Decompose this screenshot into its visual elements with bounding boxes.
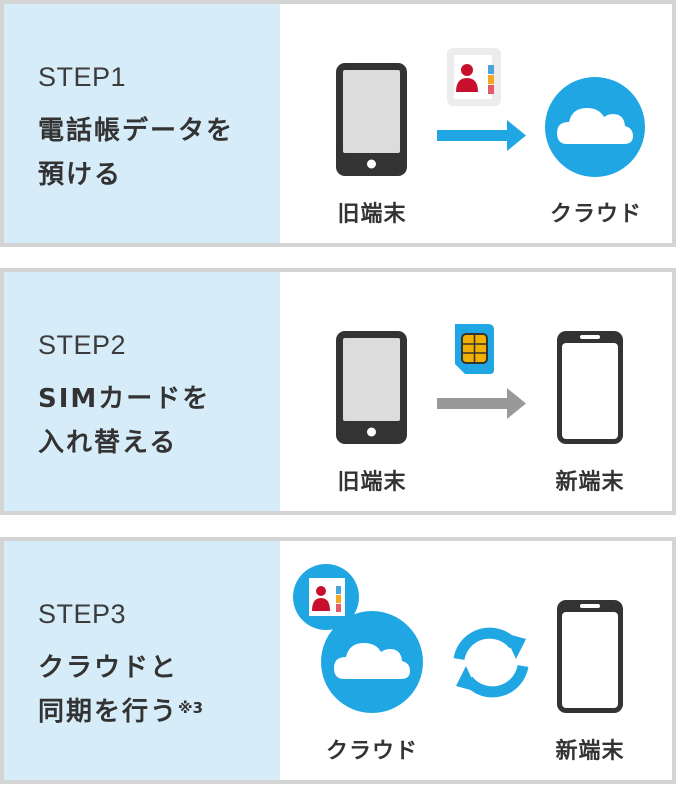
step-1-title-line1: 電話帳データを [38,116,235,146]
step-2-title-line1: SIMカードを [38,384,211,414]
step-3-card: STEP3 クラウドと 同期を行う※3 [0,537,676,784]
step-1-panel: STEP1 電話帳データを 預ける [4,4,280,243]
step-1-title: 電話帳データを 預ける [38,109,268,197]
sim-card-icon [455,324,494,374]
step-3-right-caption: 新端末 [555,739,625,764]
step-1-diagram [336,48,645,177]
cloud-icon [545,77,645,177]
old-phone-icon [336,63,407,176]
arrow-right-icon [437,120,526,151]
cloud-icon [321,611,423,713]
step-3-title-line2: 同期を行う [38,697,179,727]
step-2-right-caption: 新端末 [555,470,625,495]
step-2-left-caption: 旧端末 [337,470,407,495]
step-3-label: STEP3 [38,599,127,629]
step-3-title-line1: クラウドと [38,653,179,683]
step-1-right-caption: クラウド [549,202,642,227]
step-3-footnote-mark: ※3 [178,699,204,717]
step-1-card: STEP1 電話帳データを 預ける [0,0,676,247]
step-3-title-line2-wrap: 同期を行う※3 [38,690,268,734]
new-phone-icon [557,600,623,713]
step-3-left-caption: クラウド [325,739,418,764]
step-2-panel: STEP2 SIMカードを 入れ替える [4,272,280,511]
step-3-panel: STEP3 クラウドと 同期を行う※3 [4,541,280,780]
step-2-card: STEP2 SIMカードを 入れ替える [0,268,676,515]
contact-card-icon [447,48,501,106]
step-1-label: STEP1 [38,62,127,92]
step-3-title: クラウドと 同期を行う※3 [38,646,268,734]
new-phone-icon [557,331,623,444]
old-phone-icon [336,331,407,444]
step-2-title-line2: 入れ替える [38,428,178,458]
step-2-title: SIMカードを 入れ替える [38,377,268,465]
arrow-right-icon [437,388,526,419]
contact-card-icon [312,586,341,612]
sync-icon [453,627,529,698]
step-2-diagram [336,324,623,444]
step-3-diagram [293,564,623,713]
step-2-label: STEP2 [38,330,127,360]
step-1-title-line2: 預ける [38,160,123,190]
step-1-left-caption: 旧端末 [337,202,407,227]
